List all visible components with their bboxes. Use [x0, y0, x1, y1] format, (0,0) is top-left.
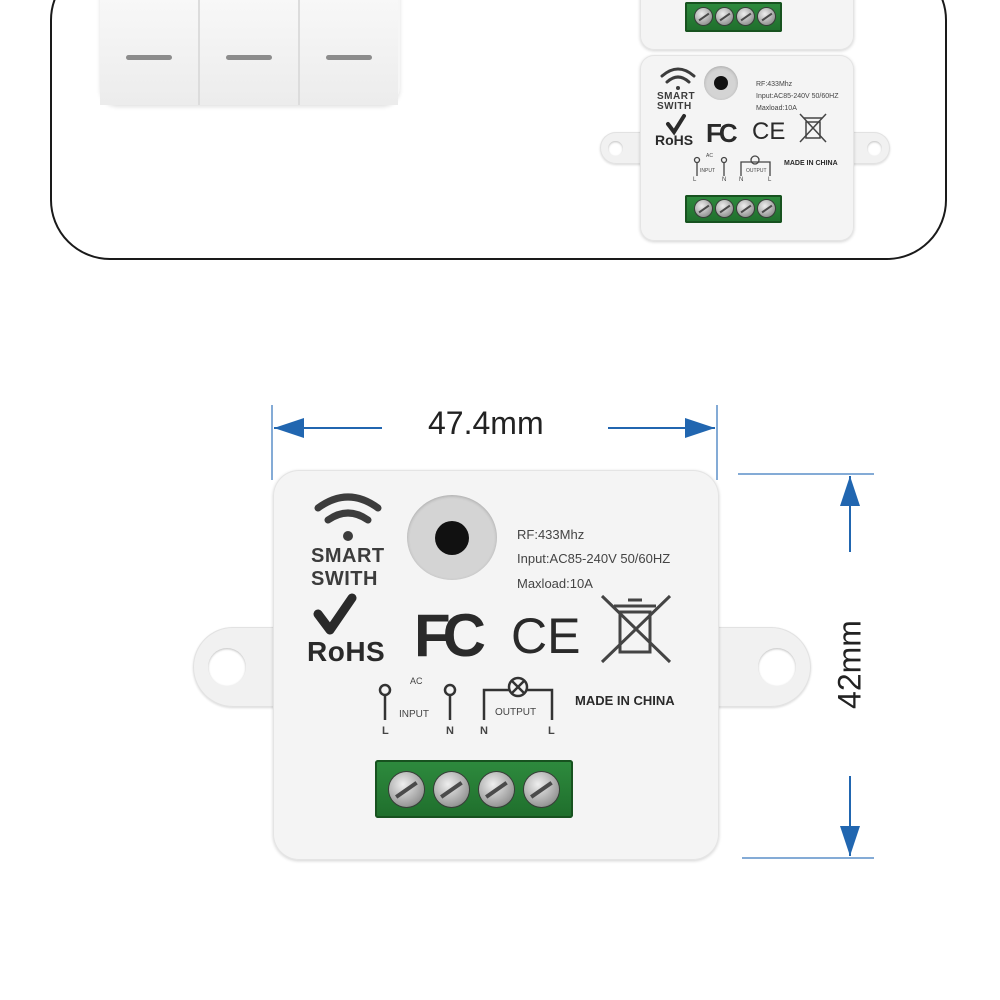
antenna-core: [435, 521, 469, 555]
wiring-l2-label: L: [548, 725, 555, 737]
remote-key-1: [100, 0, 198, 105]
small-wiring-ac: AC: [706, 153, 713, 159]
small-spec-rf: RF:433Mhz: [756, 81, 793, 88]
small-wiring-n2: N: [739, 177, 744, 183]
wiring-input-label: INPUT: [399, 709, 429, 720]
wiring-output-label: OUTPUT: [495, 707, 537, 718]
screw-icon: [758, 200, 775, 217]
screw-icon: [695, 8, 712, 25]
small-wiring-n1: N: [722, 177, 727, 183]
rohs-mark: RoHS: [307, 636, 386, 667]
wiring-n1-label: N: [446, 725, 454, 737]
small-terminal-block: [685, 195, 782, 223]
wiring-l1-label: L: [382, 725, 389, 737]
screw-icon: [716, 8, 733, 25]
screw-icon: [524, 772, 559, 807]
wiring-ac-label: AC: [410, 676, 423, 686]
remote-key-3: [300, 0, 398, 105]
right-mount-hole: [758, 648, 796, 686]
origin-text: MADE IN CHINA: [575, 693, 675, 708]
spec-rf: RF:433Mhz: [517, 527, 585, 542]
screw-icon: [479, 772, 514, 807]
spec-input: Input:AC85-240V 50/60HZ: [517, 551, 671, 566]
screw-icon: [737, 8, 754, 25]
left-mount-hole: [208, 648, 246, 686]
small-brand-line1: SMART: [657, 91, 696, 102]
terminal-block: [375, 760, 573, 818]
small-spec-input: Input:AC85-240V 50/60HZ: [756, 93, 839, 100]
screw-icon: [389, 772, 424, 807]
screw-icon: [758, 8, 775, 25]
wiring-n2-label: N: [480, 725, 488, 737]
small-rohs-mark: RoHS: [655, 132, 694, 148]
remote-control: [100, 0, 400, 105]
small-wiring-l2: L: [768, 177, 772, 183]
screw-icon: [737, 200, 754, 217]
screw-icon: [434, 772, 469, 807]
small-spec-maxload: Maxload:10A: [756, 105, 797, 112]
height-dimension-label: 42mm: [831, 620, 868, 709]
width-dimension-label: 47.4mm: [428, 405, 544, 441]
small-wiring-l1: L: [693, 177, 697, 183]
small-ce-mark: CE: [752, 118, 786, 145]
fcc-mark: FC: [414, 602, 486, 669]
small-origin-text: MADE IN CHINA: [784, 160, 838, 167]
screw-icon: [695, 200, 712, 217]
remote-key-2: [200, 0, 298, 105]
brand-line2: SWITH: [311, 568, 378, 590]
small-top-terminal-block: [685, 2, 782, 32]
brand-line1: SMART: [311, 545, 385, 567]
ce-mark: CE: [511, 608, 581, 664]
spec-maxload: Maxload:10A: [517, 576, 593, 591]
small-wiring-input: INPUT: [700, 168, 715, 174]
antenna-hole: [407, 495, 497, 580]
small-antenna-hole: [704, 66, 738, 100]
small-brand-line2: SWITH: [657, 101, 692, 112]
small-wiring-output: OUTPUT: [746, 168, 767, 174]
small-fcc-mark: FC: [706, 118, 738, 148]
screw-icon: [716, 200, 733, 217]
